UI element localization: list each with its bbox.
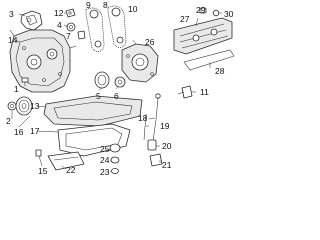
part-6-pump-gear [114, 76, 126, 88]
callout-7: 7 [66, 31, 71, 41]
callout-11: 11 [200, 87, 209, 97]
callout-21: 21 [162, 160, 172, 170]
callout-12: 12 [54, 8, 64, 18]
part-17-oil-pan-lower [57, 123, 131, 157]
callout-25: 25 [100, 144, 110, 154]
callout-24: 24 [100, 155, 110, 165]
callout-13: 13 [30, 101, 40, 111]
callout-5: 5 [96, 91, 101, 101]
part-3-bracket [20, 10, 43, 31]
exploded-view-svg: 3 14 4 12 7 9 8 10 26 5 6 27 29 30 28 11… [6, 0, 235, 177]
part-5-seal [94, 71, 110, 89]
part-30-grommet [212, 9, 220, 17]
parts-diagram: 3 14 4 12 7 9 8 10 26 5 6 27 29 30 28 11… [6, 0, 235, 177]
callout-1: 1 [14, 84, 19, 94]
part-1-timing-cover [9, 29, 77, 93]
callout-4: 4 [57, 20, 62, 30]
part-25-oil-filter-housing [109, 143, 121, 153]
callout-26: 26 [145, 37, 155, 47]
callout-20: 20 [162, 141, 172, 151]
part-23-washer [111, 168, 119, 174]
callout-30: 30 [224, 9, 234, 19]
callout-18: 18 [138, 113, 148, 123]
part-20-oil-filter [147, 139, 157, 151]
callout-19: 19 [160, 121, 170, 131]
part-14-bolt [21, 77, 29, 86]
callout-10: 10 [128, 4, 138, 14]
callout-16: 16 [14, 127, 24, 137]
callout-23: 23 [100, 167, 110, 177]
callout-9: 9 [86, 0, 91, 10]
part-21-bracket [149, 153, 163, 167]
callout-22: 22 [66, 165, 76, 175]
part-28-gasket [183, 49, 235, 71]
part-29-cap [199, 7, 207, 14]
callout-27: 27 [180, 14, 190, 24]
part-27-valve-cover [173, 17, 233, 55]
part-12-tensioner [65, 8, 76, 18]
callout-14: 14 [8, 35, 18, 45]
callout-3: 3 [9, 9, 14, 19]
callout-17: 17 [30, 126, 40, 136]
part-13-oil-pan-upper [43, 95, 143, 127]
part-2-pulley-bolt [7, 101, 17, 111]
part-7-clip [77, 30, 86, 40]
callout-6: 6 [114, 91, 119, 101]
part-18-dipstick-tube [151, 93, 161, 149]
callout-15: 15 [38, 166, 48, 176]
part-22-strainer [47, 151, 85, 171]
part-16-crank-pulley [15, 96, 33, 116]
part-15-drain-plug [35, 149, 42, 157]
callout-28: 28 [215, 66, 225, 76]
part-24-plug [110, 156, 120, 164]
callout-labels: 3 14 4 12 7 9 8 10 26 5 6 27 29 30 28 11… [6, 0, 234, 177]
part-4-sprocket [66, 22, 76, 32]
part-11-sensor [177, 85, 193, 99]
part-19-dipstick [143, 113, 147, 141]
callout-2: 2 [6, 116, 11, 126]
part-26-oil-pump-cover [121, 43, 159, 83]
timing-chain-assembly [85, 5, 127, 52]
callout-8: 8 [103, 0, 108, 10]
callout-29: 29 [196, 5, 206, 15]
leader-lines [11, 9, 222, 173]
